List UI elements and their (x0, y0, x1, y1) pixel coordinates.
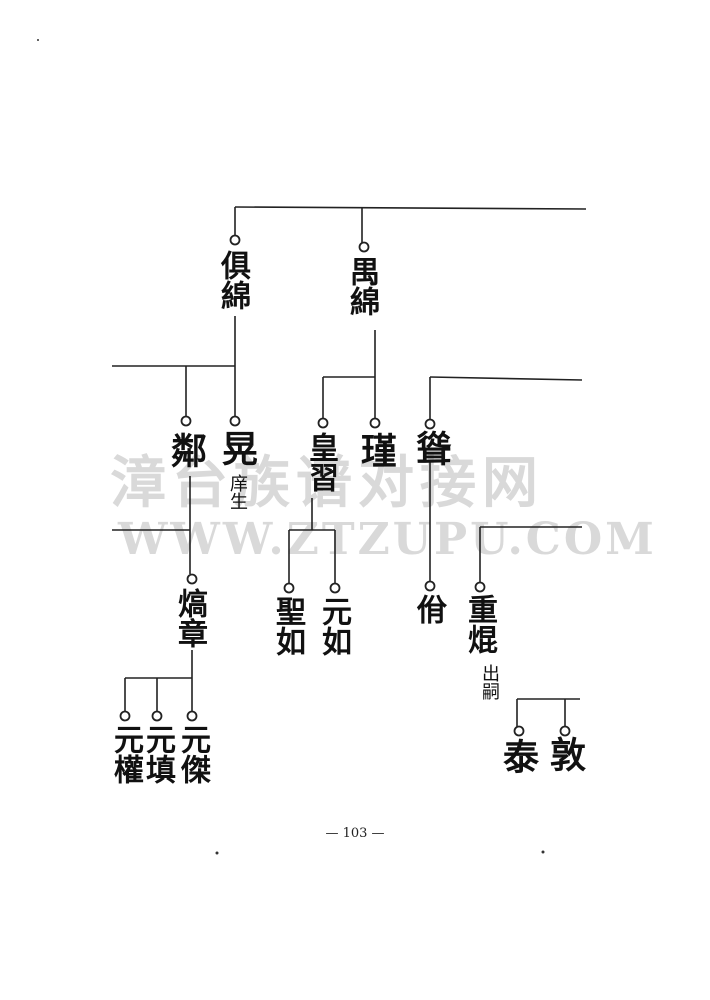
name-yuan-ru: 元如 (316, 596, 351, 656)
name-yuan-quan: 元權 (108, 724, 143, 784)
name-dun: 敦 (544, 736, 586, 772)
note-chusi: 出嗣 (479, 664, 500, 700)
name-song: 聳 (410, 430, 452, 466)
name-yu-mian: 禺綿 (344, 256, 379, 316)
name-huang-xi: 皇習 (303, 432, 338, 492)
name-yuan-tian: 元填 (140, 724, 175, 784)
name-yi: 佾 (411, 594, 446, 624)
name-lin: 鄰 (165, 432, 207, 468)
name-he-zhang: 熇章 (172, 588, 207, 648)
name-zhong-kun: 重焜 (462, 594, 497, 654)
name-tai: 泰 (497, 738, 539, 774)
note-xiangsheng: 庠生 (227, 474, 248, 510)
top-branch-line (234, 206, 587, 210)
name-huang: 晃 (216, 430, 258, 466)
name-sheng-ru: 聖如 (270, 596, 305, 656)
name-ju-mian: 俱綿 (215, 250, 250, 310)
name-yuan-jie: 元傑 (175, 724, 210, 784)
name-jin: 瑾 (355, 432, 397, 468)
node-marker (229, 234, 241, 246)
page-number: — 103 — (325, 826, 385, 841)
